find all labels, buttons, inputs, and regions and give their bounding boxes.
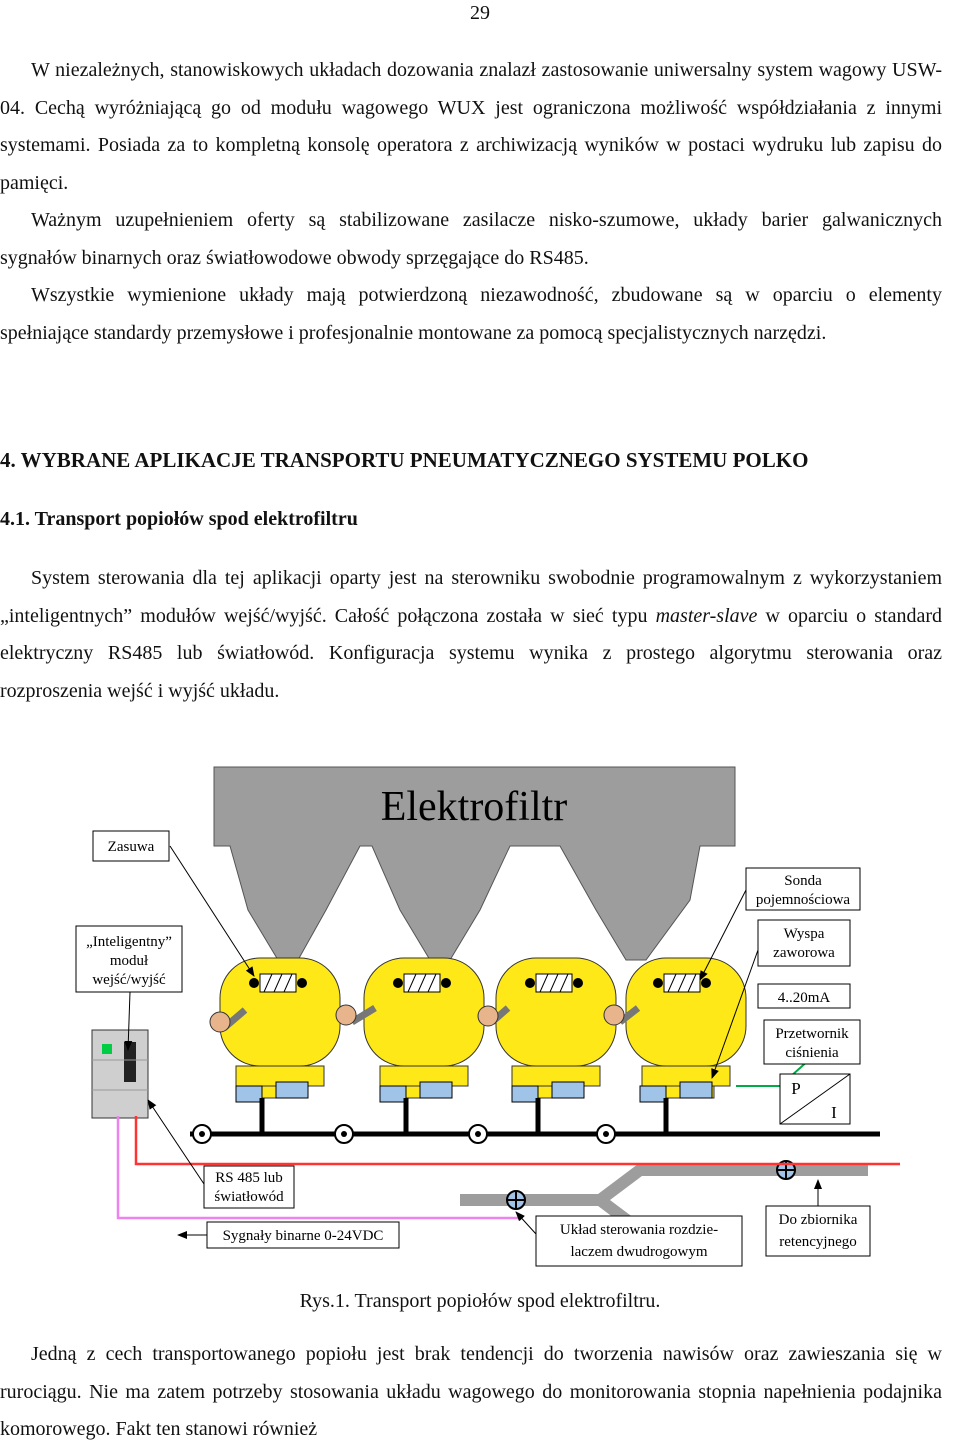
arrow-wyspa <box>711 949 759 1079</box>
label-sonda: Sonda pojemnościowa <box>745 867 861 911</box>
svg-text:Układ sterowania rozdzie-: Układ sterowania rozdzie- <box>560 1222 718 1238</box>
page-number: 29 <box>470 2 490 24</box>
valve-island-blocks <box>235 1081 713 1103</box>
svg-text:moduł: moduł <box>110 953 149 969</box>
svg-text:retencyjnego: retencyjnego <box>779 1234 856 1250</box>
paragraph-2: Ważnym uzupełnieniem oferty są stabilizo… <box>0 209 942 269</box>
arrow-modul <box>124 991 133 1051</box>
svg-text:RS 485 lub: RS 485 lub <box>215 1170 283 1186</box>
diverter-crosses <box>507 1161 795 1209</box>
section-heading: 4. WYBRANE APLIKACJE TRANSPORTU PNEUMATY… <box>0 448 809 472</box>
label-inteligentny-modul: „Inteligentny” moduł wejść/wyjść <box>75 925 183 993</box>
label-signal: 4..20mA <box>757 983 851 1009</box>
subsection-heading: 4.1. Transport popiołów spod elektrofilt… <box>0 508 358 530</box>
svg-text:Sygnały binarne 0-24VDC: Sygnały binarne 0-24VDC <box>223 1228 384 1244</box>
arrow-rs485 <box>147 1099 205 1185</box>
vessel-3 <box>495 957 617 1099</box>
plc-cabinet <box>91 1029 149 1119</box>
svg-text:światłowód: światłowód <box>214 1189 284 1205</box>
svg-text:laczem dwudrogowym: laczem dwudrogowym <box>570 1244 707 1260</box>
pipe-valves <box>192 1124 616 1144</box>
svg-text:I: I <box>831 1103 837 1122</box>
svg-text:pojemnościowa: pojemnościowa <box>756 892 850 908</box>
svg-text:4..20mA: 4..20mA <box>778 990 831 1006</box>
paragraph-5: Jedną z cech transportowanego popiołu je… <box>0 1343 942 1440</box>
electrofilter-hopper: Elektrofiltr <box>213 766 736 961</box>
label-przetwornik: Przetwornik ciśnienia <box>763 1019 861 1065</box>
paragraph-4: System sterowania dla tej aplikacji opar… <box>0 567 942 702</box>
svg-text:zaworowa: zaworowa <box>773 945 835 961</box>
elektrofiltr-diagram: Elektrofiltr <box>75 766 900 1267</box>
svg-text:ciśnienia: ciśnienia <box>785 1045 839 1061</box>
label-zbiornik: Do zbiornika retencyjnego <box>765 1205 871 1257</box>
probe-caps <box>209 1004 625 1033</box>
italic-term: master-slave <box>655 604 758 627</box>
svg-text:Do zbiornika: Do zbiornika <box>779 1212 858 1228</box>
arrow-zasuwa <box>169 845 255 977</box>
rs485-line <box>134 1116 900 1166</box>
arrow-sonda <box>699 889 747 981</box>
svg-text:Wyspa: Wyspa <box>784 926 825 942</box>
svg-text:wejść/wyjść: wejść/wyjść <box>92 972 166 988</box>
svg-text:Przetwornik: Przetwornik <box>775 1026 849 1042</box>
binary-signal-line <box>116 1116 520 1220</box>
svg-text:P: P <box>791 1079 800 1098</box>
label-sygnaly: Sygnały binarne 0-24VDC <box>206 1221 400 1249</box>
svg-text:„Inteligentny”: „Inteligentny” <box>86 934 172 950</box>
pressure-transducer: P I <box>779 1073 851 1125</box>
label-zasuwa: Zasuwa <box>92 830 170 862</box>
pipeline <box>190 1098 880 1137</box>
figure-caption: Rys.1. Transport popiołów spod elektrofi… <box>299 1290 661 1312</box>
label-wyspa: Wyspa zaworowa <box>757 919 851 967</box>
paragraph-3: Wszystkie wymienione układy mają potwier… <box>0 284 942 344</box>
pipe-valve-dots <box>199 1131 609 1137</box>
slide-gates <box>259 973 701 993</box>
svg-text:Zasuwa: Zasuwa <box>108 839 155 855</box>
arrow-uklad <box>515 1211 537 1235</box>
label-rs485: RS 485 lub światłowód <box>203 1165 295 1209</box>
paragraph-1: W niezależnych, stanowiskowych układach … <box>0 59 942 194</box>
svg-text:Sonda: Sonda <box>784 873 822 889</box>
electrofilter-title: Elektrofiltr <box>381 784 568 830</box>
label-uklad-sterowania: Układ sterowania rozdzie- laczem dwudrog… <box>535 1215 743 1267</box>
